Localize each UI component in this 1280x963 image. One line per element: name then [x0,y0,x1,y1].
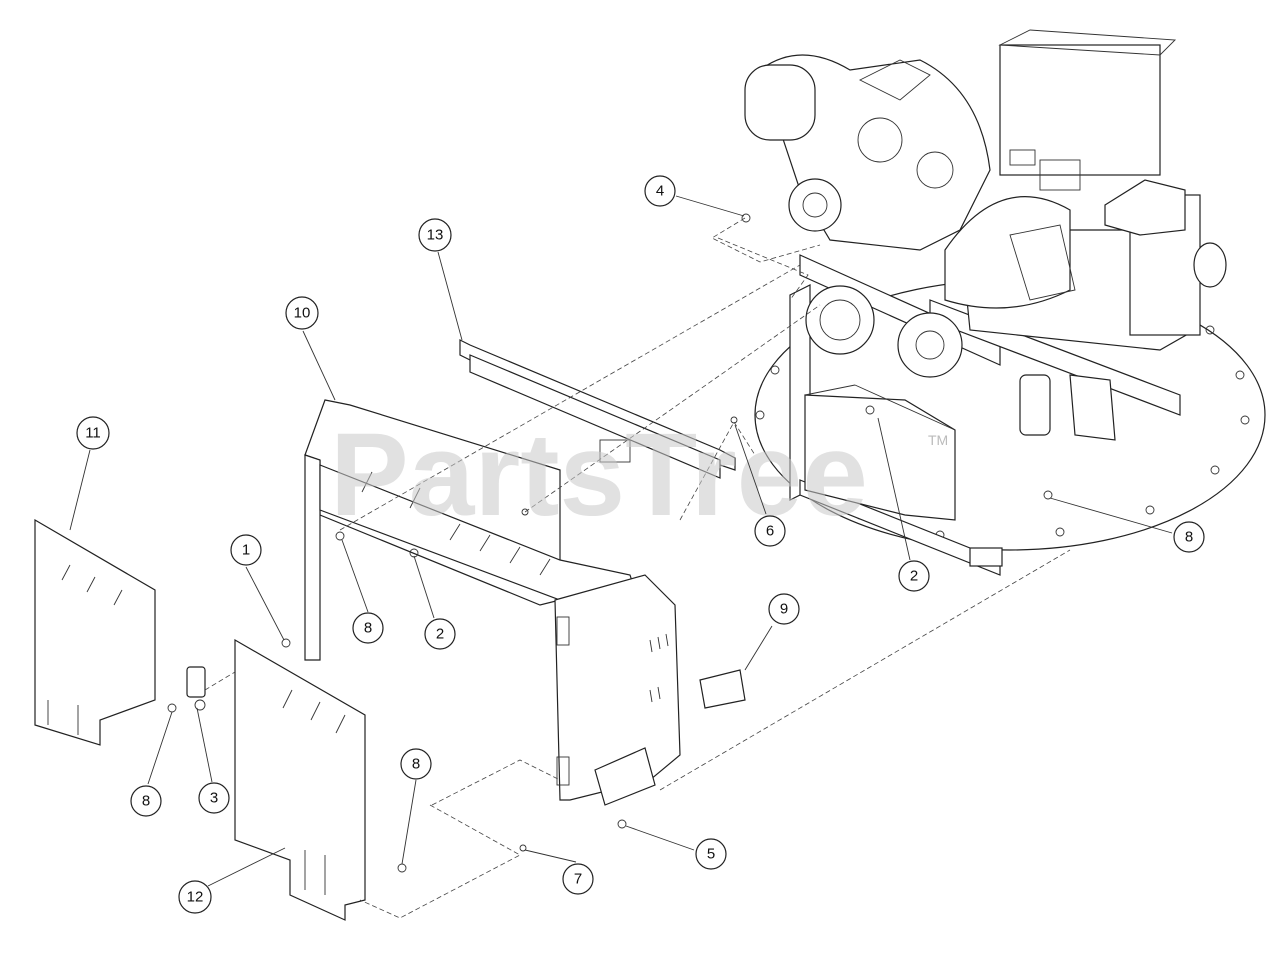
callout-6: 6 [754,515,786,547]
svg-text:8: 8 [142,793,150,810]
svg-text:8: 8 [364,620,372,637]
svg-text:8: 8 [1185,529,1193,546]
decal [699,669,746,709]
watermark-text: PartsTree [330,409,868,541]
blower-fan-cover [944,196,1071,309]
svg-text:1: 1 [242,542,250,559]
svg-text:2: 2 [436,626,444,643]
left-side-panel [34,518,156,746]
gearbox [897,312,963,378]
callout-1: 1 [230,534,262,566]
svg-text:9: 9 [780,601,788,618]
watermark-trademark: TM [928,432,948,448]
bottom-bracket [969,547,1003,567]
svg-text:10: 10 [294,305,311,322]
callout-8: 8 [1173,521,1205,553]
engine-pulley [788,178,842,232]
callout-2: 2 [424,618,456,650]
callout-4: 4 [644,175,676,207]
rear-panel-left-leg [304,454,321,661]
clutch-pulley [805,285,875,355]
svg-text:11: 11 [85,425,101,442]
svg-text:2: 2 [910,568,918,585]
svg-text:13: 13 [427,227,444,244]
callouts: 1 2 2 3 4 5 6 7 8 8 8 8 9 10 11 12 13 [69,175,1205,914]
hydraulic-filter [1019,374,1051,436]
svg-text:7: 7 [574,871,582,888]
chute-flange [1104,179,1186,236]
callout-9: 9 [768,593,800,625]
control-box [999,44,1161,176]
callout-10: 10 [285,296,319,330]
callout-7: 7 [562,863,594,895]
svg-text:6: 6 [766,523,774,540]
leader-lines [204,217,1071,919]
control-valve [1069,374,1116,441]
hardware [167,213,1053,873]
svg-text:5: 5 [707,846,715,863]
frame-rail-lower [799,479,1001,576]
machine-base-assembly [744,29,1266,576]
callout-5: 5 [695,838,727,870]
callout-8: 8 [130,785,162,817]
support-bar-flange [469,354,721,479]
battery-box [804,394,956,521]
watermark: PartsTree TM [330,409,948,541]
svg-text:4: 4 [656,183,664,200]
svg-text:12: 12 [187,889,204,906]
access-plate [594,747,656,806]
svg-text:3: 3 [210,790,218,807]
callout-3: 3 [198,782,230,814]
outlet-port [1193,242,1227,288]
callout-13: 13 [418,218,452,252]
callout-8: 8 [352,612,384,644]
rear-panel [304,399,646,661]
svg-text:8: 8 [412,756,420,773]
callout-2: 2 [898,560,930,592]
callout-12: 12 [178,880,212,914]
side-panel [554,574,681,801]
callout-11: 11 [76,416,110,450]
panel-latch [186,666,206,698]
air-cleaner [744,64,816,141]
mesh-screen [1009,224,1076,301]
callout-8: 8 [400,748,432,780]
front-panel [234,638,366,921]
